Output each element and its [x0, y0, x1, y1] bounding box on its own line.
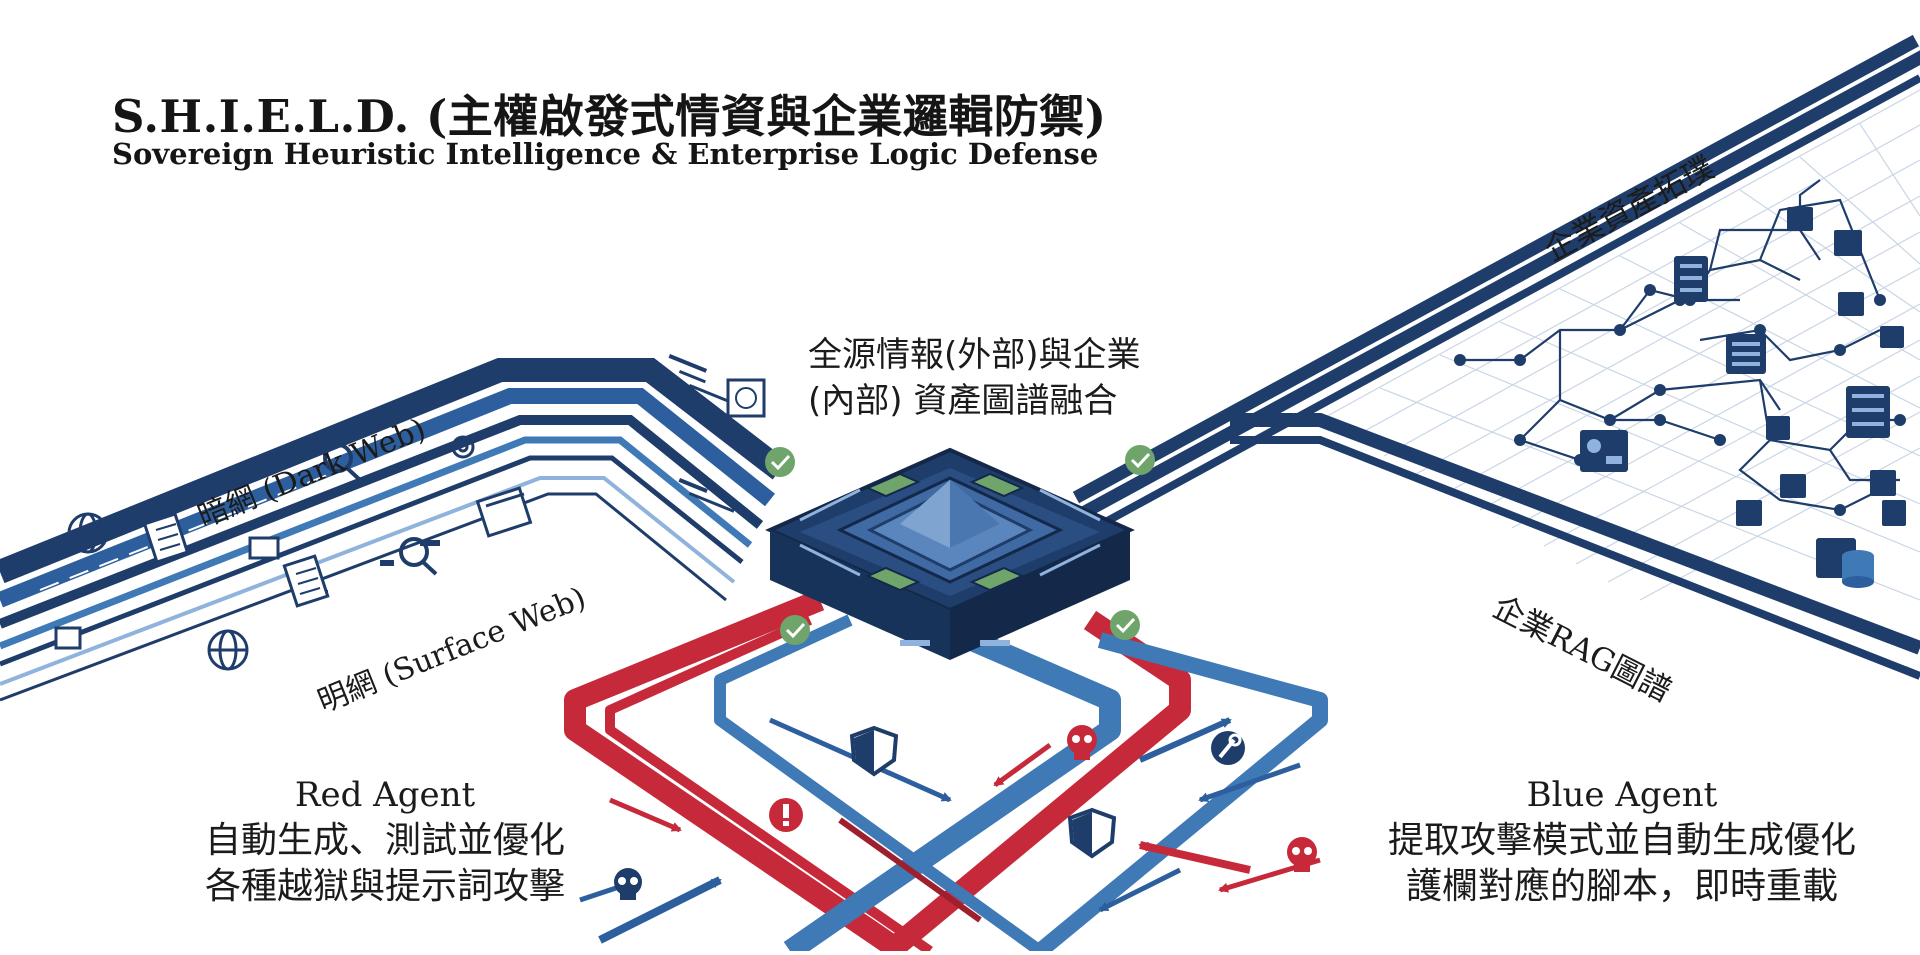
shield-icon	[849, 725, 899, 777]
red-agent-line2: 各種越獄與提示詞攻擊	[204, 866, 565, 907]
server-icon	[1726, 334, 1766, 374]
check-icon	[765, 447, 795, 477]
agent-loops	[564, 589, 1328, 955]
fusion-label-line2: (內部) 資產圖譜融合	[808, 381, 1118, 421]
skull-icon	[614, 868, 642, 900]
gear-icon	[451, 435, 475, 459]
document-icon	[282, 554, 330, 608]
fusion-label-line1: 全源情報(外部)與企業	[808, 335, 1141, 375]
globe-icon	[67, 512, 109, 554]
globe-icon	[207, 629, 249, 671]
search-icon	[323, 443, 362, 482]
skull-icon	[1287, 837, 1317, 872]
red-agent-line1: 自動生成、測試並優化	[204, 820, 565, 861]
check-icon	[1125, 445, 1155, 475]
document-icon	[142, 512, 190, 564]
server-icon	[248, 536, 280, 560]
shield-icon	[1067, 807, 1117, 859]
blue-agent-line1: 提取攻擊模式並自動生成優化	[1387, 820, 1856, 861]
alert-icon	[769, 798, 803, 832]
gear-icon	[54, 626, 82, 650]
blue-agent-name: Blue Agent	[1526, 775, 1718, 815]
fusion-hub	[765, 447, 1135, 660]
red-agent-caption: Red Agent 自動生成、測試並優化 各種越獄與提示詞攻擊	[195, 772, 575, 910]
server-icon	[1674, 256, 1708, 302]
search-icon	[399, 537, 438, 576]
browser-icon	[475, 486, 533, 538]
database-icon	[1816, 538, 1874, 588]
skull-icon	[1067, 725, 1097, 760]
check-icon	[1110, 610, 1140, 640]
blue-agent-caption: Blue Agent 提取攻擊模式並自動生成優化 護欄對應的腳本，即時重載	[1372, 772, 1872, 910]
red-agent-name: Red Agent	[294, 775, 476, 815]
page-subtitle: Sovereign Heuristic Intelligence & Enter…	[112, 137, 1099, 171]
server-icon	[1846, 386, 1890, 438]
dash-marks	[310, 353, 737, 596]
fusion-label: 全源情報(外部)與企業 (內部) 資產圖譜融合	[808, 332, 1141, 424]
enterprise-road	[1072, 34, 1920, 680]
browser-icon	[726, 378, 766, 418]
wrench-icon	[1211, 731, 1245, 765]
blue-agent-line2: 護欄對應的腳本，即時重載	[1405, 866, 1838, 907]
check-icon	[780, 615, 810, 645]
page-title: S.H.I.E.L.D. (主權啟發式情資與企業邏輯防禦)	[112, 90, 1107, 143]
web-streams	[0, 358, 788, 702]
gear-icon	[1580, 430, 1628, 472]
